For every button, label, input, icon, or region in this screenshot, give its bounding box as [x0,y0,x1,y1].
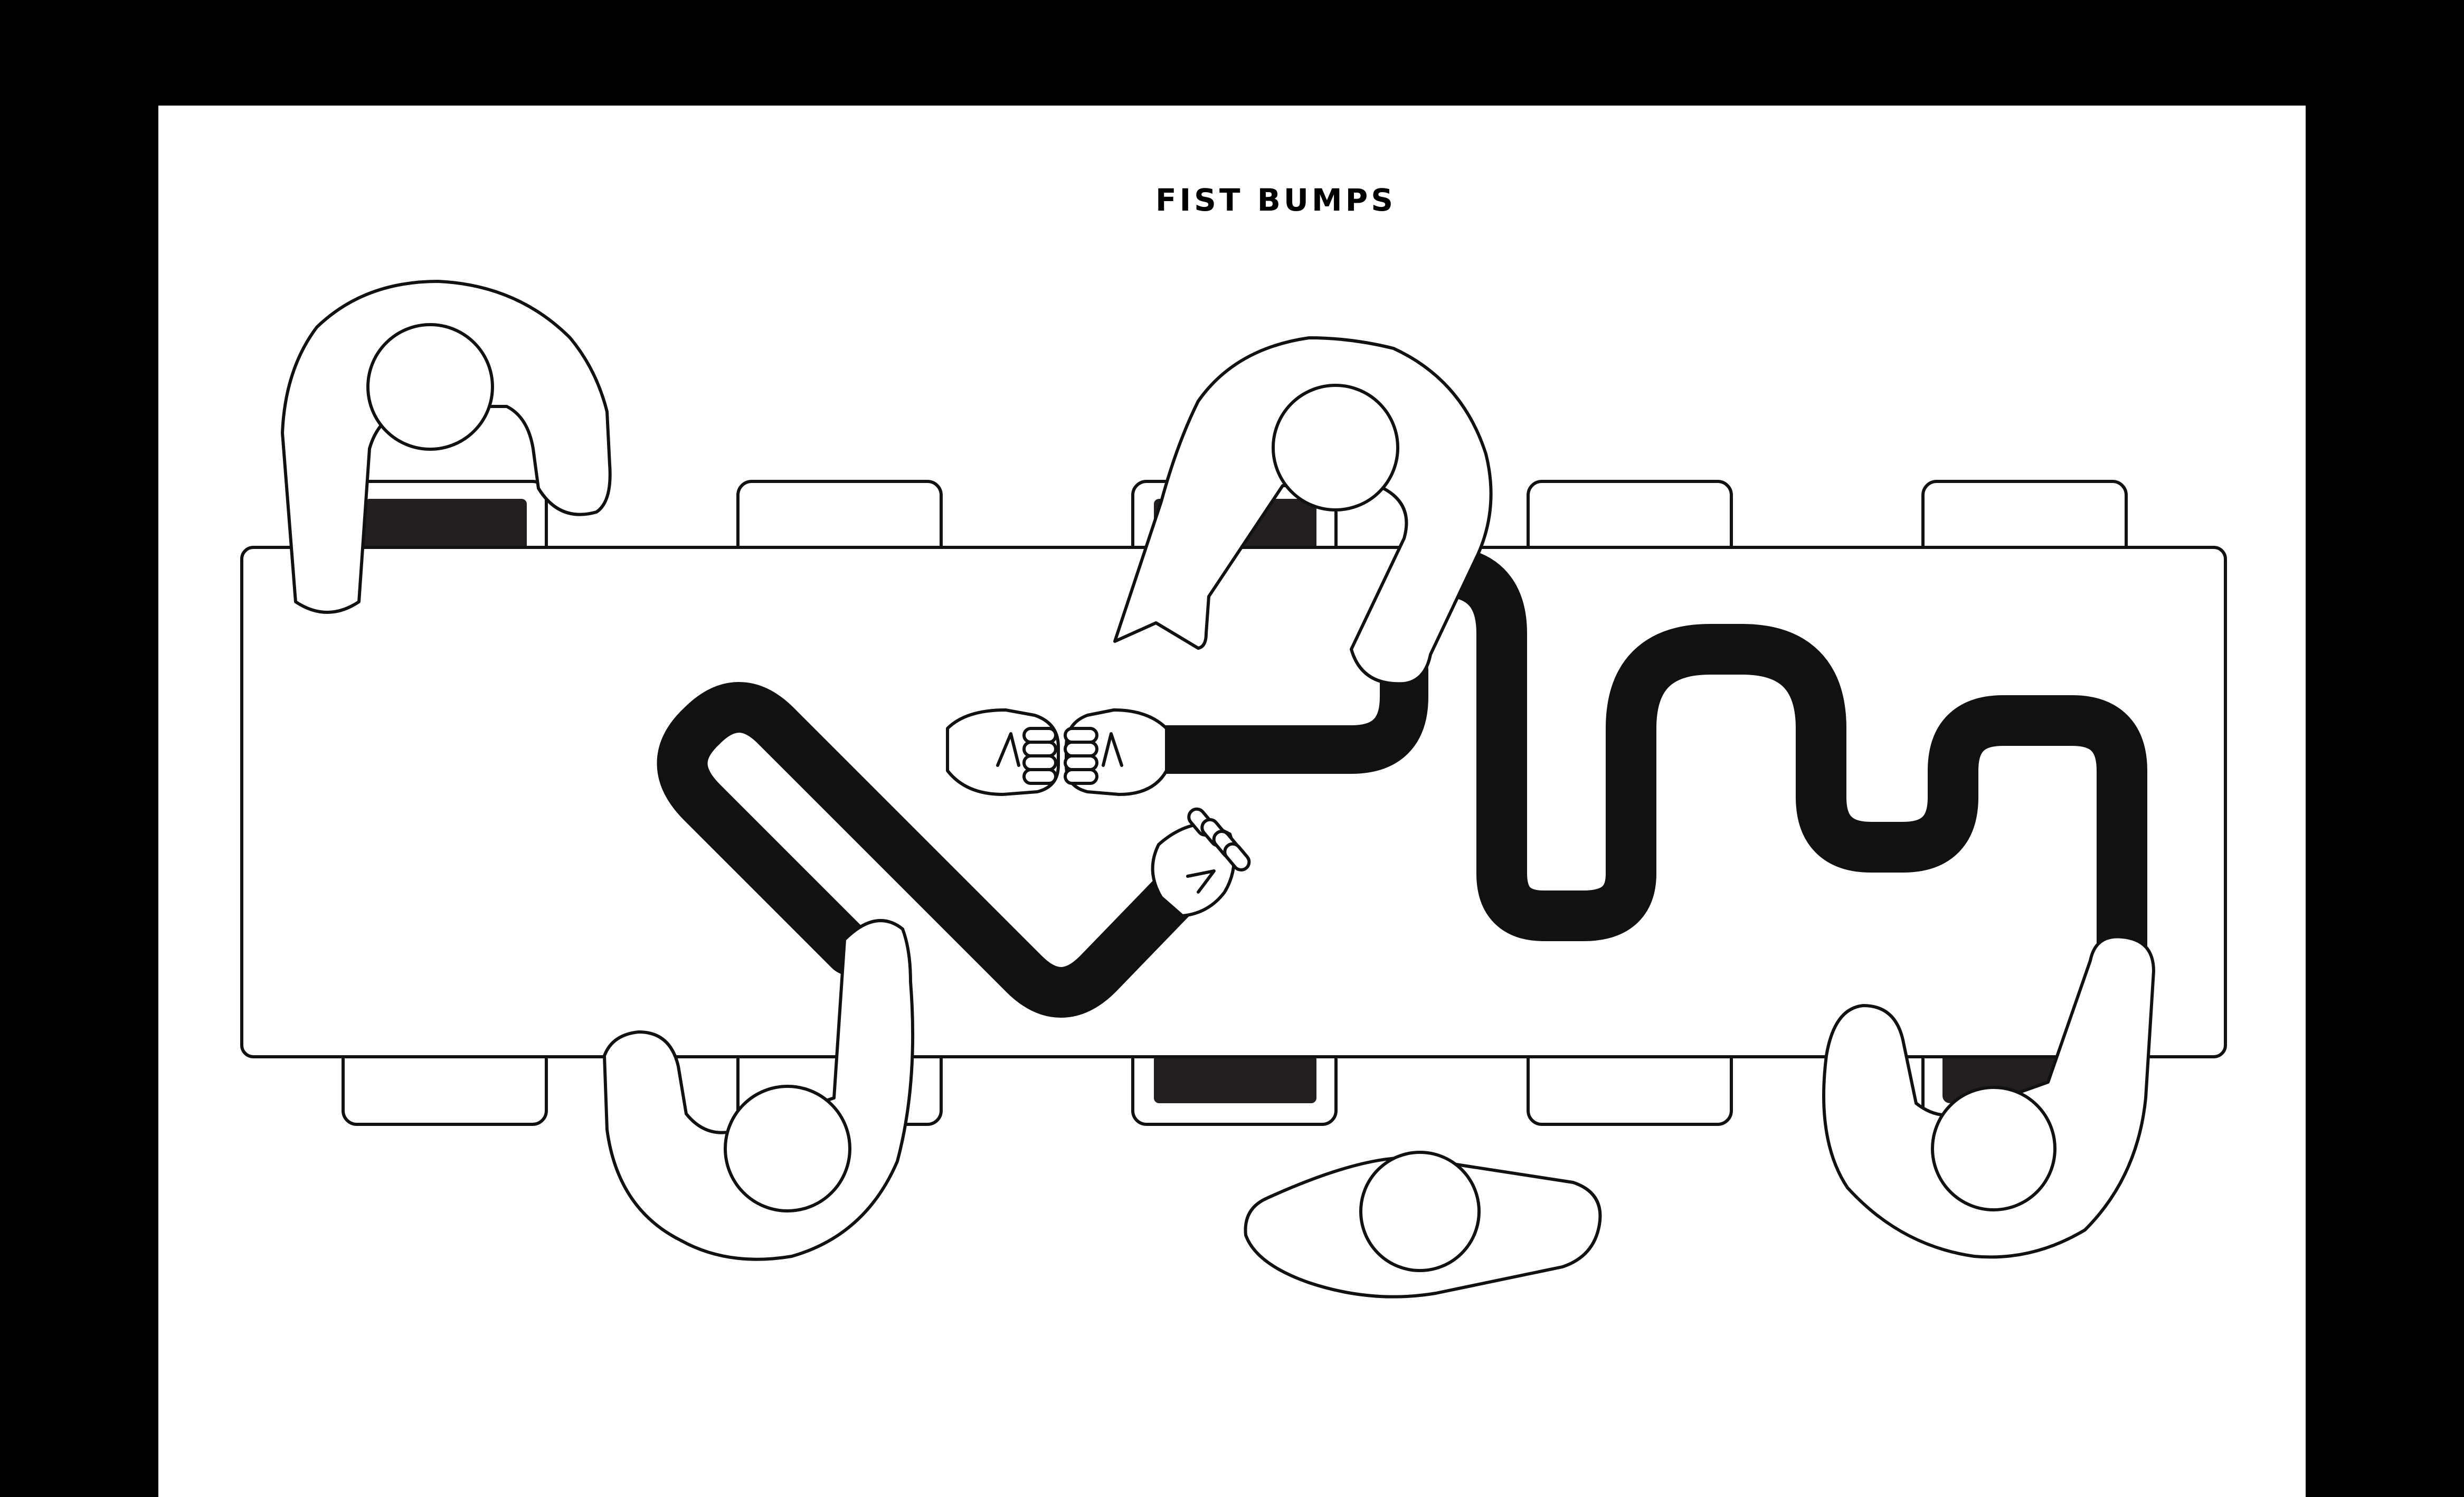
person-top-middle-head [1272,384,1399,511]
arm-tube-white [307,584,978,931]
person-bottom-left-head [724,1085,851,1212]
arm-tube-black-zigzag [657,682,1202,1018]
fist-right-knuckle-2 [1064,741,1098,757]
fist-right-knuckle-4 [1064,768,1098,785]
arm-tube-black-wiggle [1432,547,2147,970]
fist-left-knuckle-1 [1022,727,1057,744]
fist-left-icon [946,708,1060,796]
fist-left-knuckle-4 [1022,768,1057,785]
fist-left-knuckle-3 [1022,754,1057,771]
fist-left-knuckle-2 [1022,741,1057,757]
page-title: FIST BUMPS [1155,182,1397,218]
fist-raised-icon [1151,807,1251,917]
person-top-left [281,280,612,614]
person-top-left-head [366,323,494,451]
person-bottom-right-head [1931,1086,2057,1211]
person-bottom-center-head [1359,1151,1481,1272]
fist-right-knuckle-1 [1064,727,1098,744]
fist-raised-knuckle-4 [1223,842,1251,871]
arm-tube-black-short [1137,646,1428,774]
fist-right-knuckle-3 [1064,754,1098,771]
person-bottom-left [603,919,915,1261]
person-top-middle [1113,336,1493,686]
person-bottom-center [1244,1151,1602,1299]
fist-right-icon [1064,708,1168,796]
person-bottom-right [1822,935,2155,1259]
